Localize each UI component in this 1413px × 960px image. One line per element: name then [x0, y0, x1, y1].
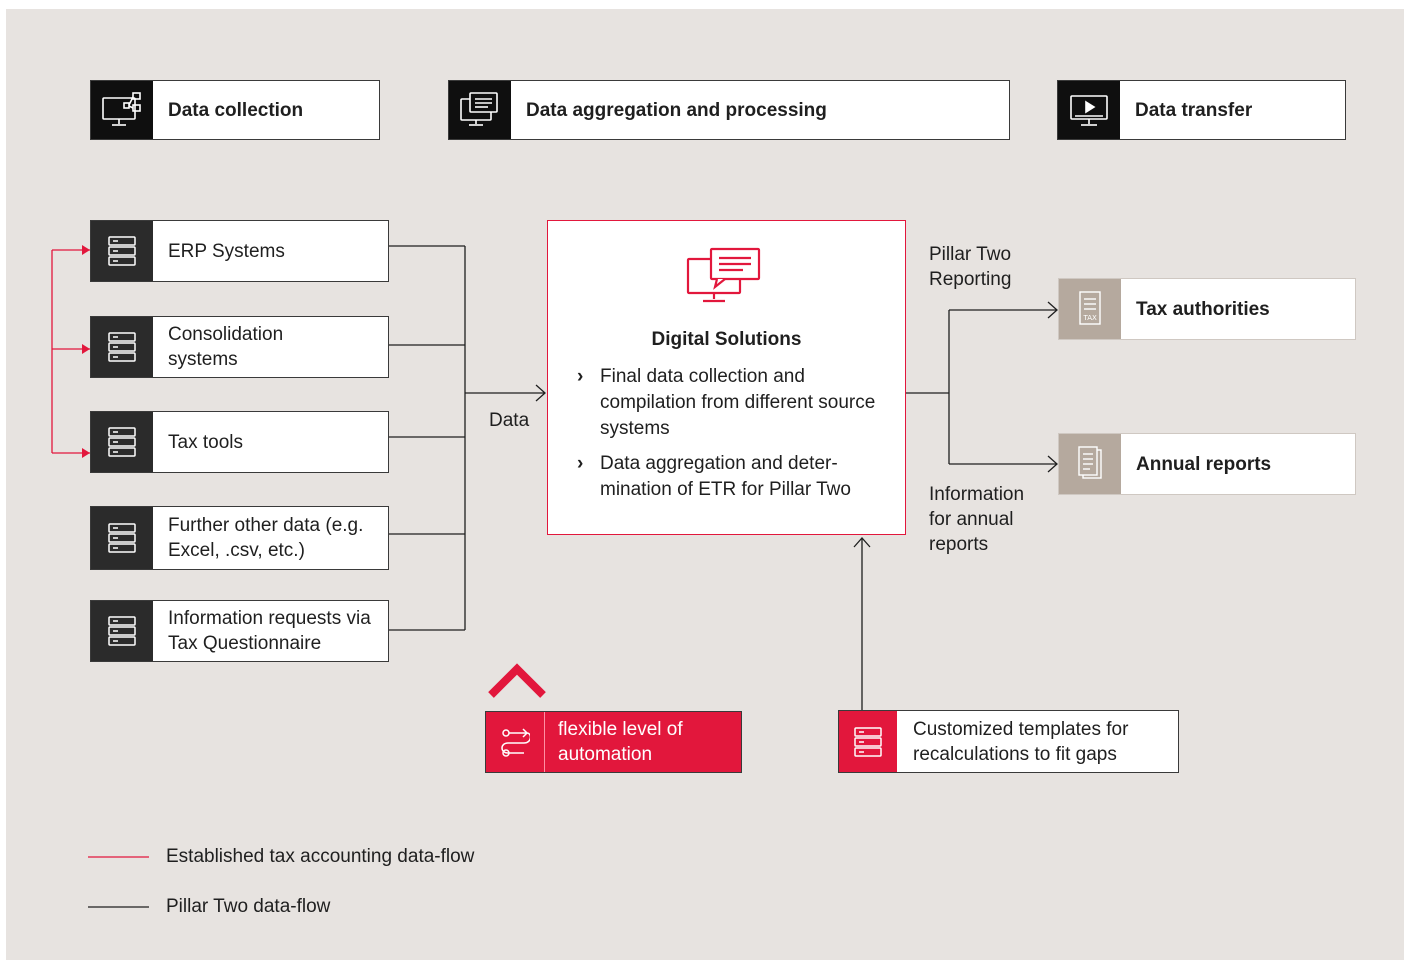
bullet-text: Data aggregation and deter-mination of E…	[600, 453, 851, 500]
output-tax-authorities: TAX Tax authorities	[1058, 278, 1356, 340]
bullet-text: Final data collection and compilation fr…	[600, 366, 876, 439]
server-icon	[91, 601, 153, 661]
automation-box: flexible level of automation	[485, 711, 742, 773]
output-annual-reports-label: Annual reports	[1136, 453, 1272, 475]
legend-established-label: Established tax accounting data-flow	[166, 846, 475, 867]
header-data-collection-label: Data collection	[168, 99, 304, 121]
source-information-requests: Information requests via Tax Questionnai…	[90, 600, 389, 662]
monitor-chat-icon	[686, 247, 761, 303]
source-label: Tax tools	[168, 431, 243, 453]
tax-document-icon: TAX	[1059, 279, 1121, 339]
source-tax-tools: Tax tools	[90, 411, 389, 473]
header-data-collection: Data collection	[90, 80, 380, 140]
workflow-icon	[486, 712, 545, 772]
automation-label: flexible level of automation	[558, 719, 683, 765]
chevron-right-icon: ›	[577, 366, 584, 387]
output-tax-authorities-label: Tax authorities	[1136, 298, 1270, 320]
templates-box: Customized templates for recalculations …	[838, 710, 1179, 773]
svg-text:TAX: TAX	[1083, 314, 1098, 322]
documents-icon	[1059, 434, 1121, 494]
header-data-aggregation: Data aggregation and processing	[448, 80, 1010, 140]
server-icon	[91, 507, 153, 569]
output-annual-reports: Annual reports	[1058, 433, 1356, 495]
monitor-chat-icon	[449, 81, 511, 139]
server-icon	[91, 317, 153, 377]
source-consolidation-systems: Consolidation systems	[90, 316, 389, 378]
legend-pillar-two-label: Pillar Two data-flow	[166, 896, 331, 917]
source-label: Consolidation systems	[168, 324, 284, 370]
server-icon	[839, 711, 897, 772]
bullet-item: › Final data collection and compilation …	[577, 364, 890, 442]
header-data-transfer-label: Data transfer	[1135, 99, 1253, 121]
source-label: Information requests via Tax Questionnai…	[168, 608, 371, 654]
server-icon	[91, 412, 153, 472]
source-further-data: Further other data (e.g. Excel, .csv, et…	[90, 506, 389, 570]
bullet-item: › Data aggregation and deter-mination of…	[577, 451, 890, 503]
chevron-right-icon: ›	[577, 453, 584, 474]
header-data-transfer: Data transfer	[1057, 80, 1346, 140]
templates-label: Customized templates for recalculations …	[913, 718, 1129, 765]
pillar-two-reporting-label: Pillar Two Reporting	[929, 244, 1012, 290]
server-icon	[91, 221, 153, 281]
annual-info-label: Information for annual reports	[929, 484, 1025, 555]
digital-solutions-title: Digital Solutions	[651, 329, 802, 350]
data-flow-label: Data	[489, 410, 530, 431]
monitor-play-icon	[1058, 81, 1120, 139]
header-data-aggregation-label: Data aggregation and processing	[526, 99, 827, 121]
source-erp-systems: ERP Systems	[90, 220, 389, 282]
digital-solutions-box: Digital Solutions › Final data collectio…	[547, 220, 906, 535]
source-label: Further other data (e.g. Excel, .csv, et…	[168, 515, 364, 561]
source-label: ERP Systems	[168, 240, 285, 262]
monitor-network-icon	[91, 81, 153, 139]
